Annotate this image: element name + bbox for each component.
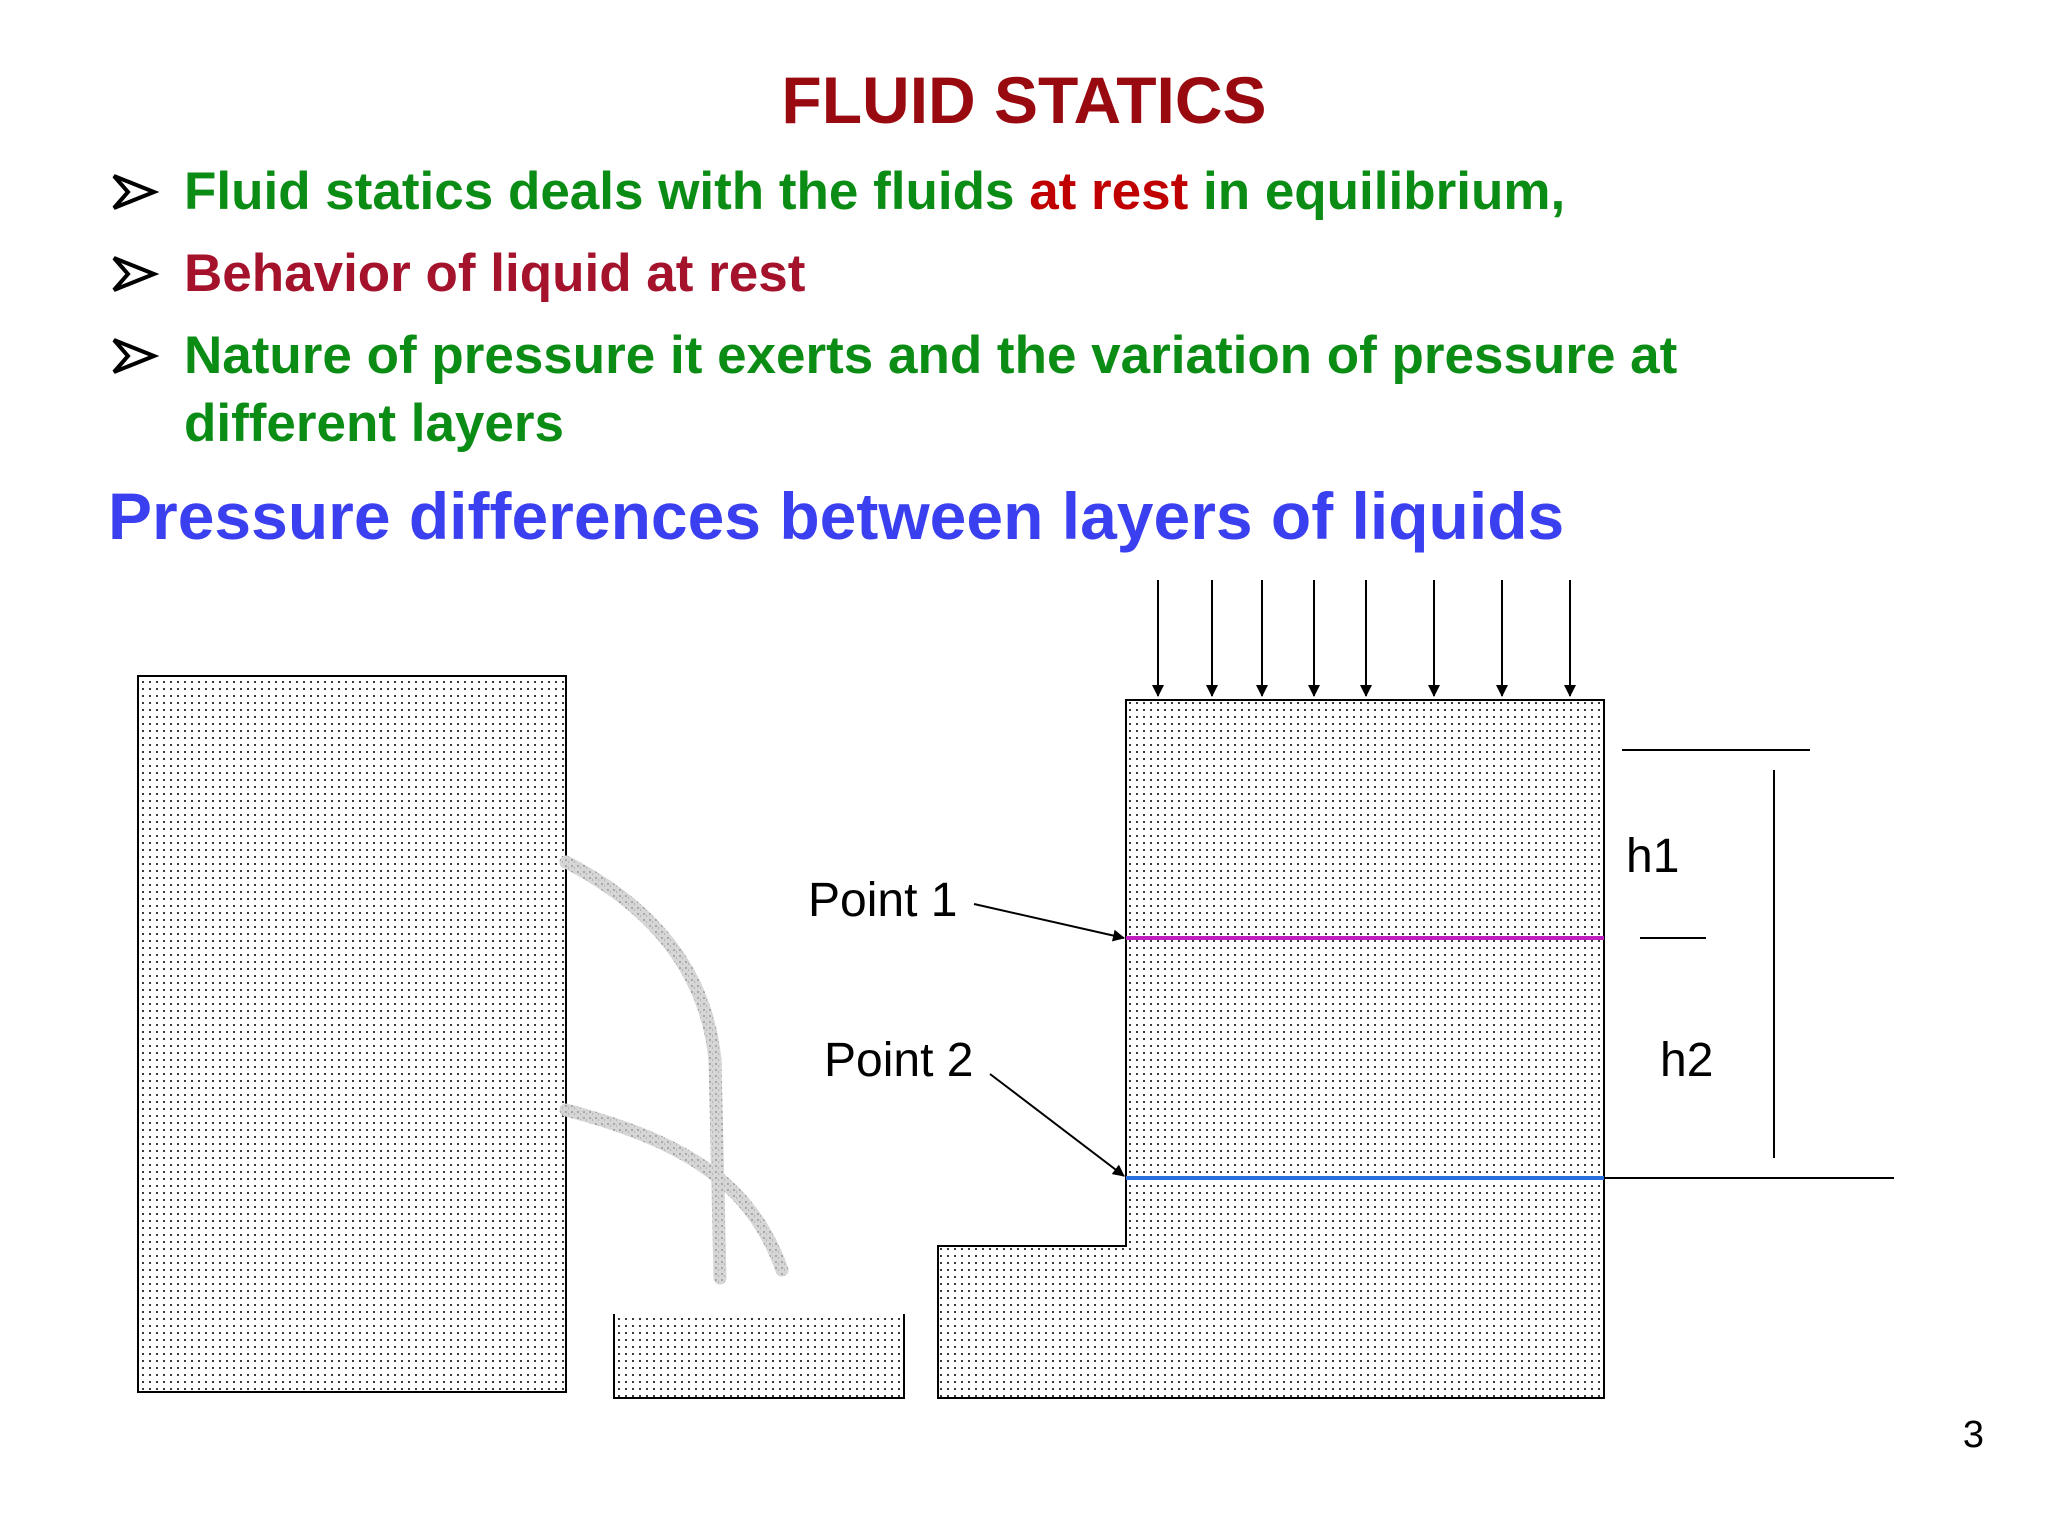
slide-title: FLUID STATICS: [781, 63, 1267, 137]
subheading: Pressure differences between layers of l…: [108, 479, 1565, 553]
left-tank: [137, 675, 567, 1393]
arrow-bullet-icon: [112, 174, 160, 210]
point1-pointer: [973, 903, 1125, 942]
arrow-bullet-icon: [112, 256, 160, 292]
bullet-1-part-3: in equilibrium,: [1188, 162, 1566, 221]
point2-pointer: [989, 1073, 1125, 1177]
arrow-bullet-icon: [112, 338, 160, 374]
collecting-tray: [613, 1314, 905, 1399]
h2-label: h2: [1660, 1034, 1713, 1087]
height-dimension: [1604, 749, 1894, 1179]
surface-pressure-arrows: [1152, 580, 1576, 697]
page-number: 3: [1962, 1414, 1984, 1456]
point2-label: Point 2: [824, 1034, 973, 1087]
h1-label: h1: [1626, 830, 1679, 883]
bullet-text-3: Nature of pressure it exerts and the var…: [184, 326, 1678, 453]
bullet-1-highlight: at rest: [1029, 162, 1189, 221]
bullet-1-part-1: Fluid statics deals with the fluids: [184, 162, 1030, 221]
right-tank: [937, 699, 1605, 1399]
jet-streams: [559, 855, 789, 1285]
bullet-text-1: Fluid statics deals with the fluids at r…: [184, 158, 1944, 226]
bullet-text-2: Behavior of liquid at rest: [184, 244, 806, 303]
point1-label: Point 1: [808, 874, 957, 927]
